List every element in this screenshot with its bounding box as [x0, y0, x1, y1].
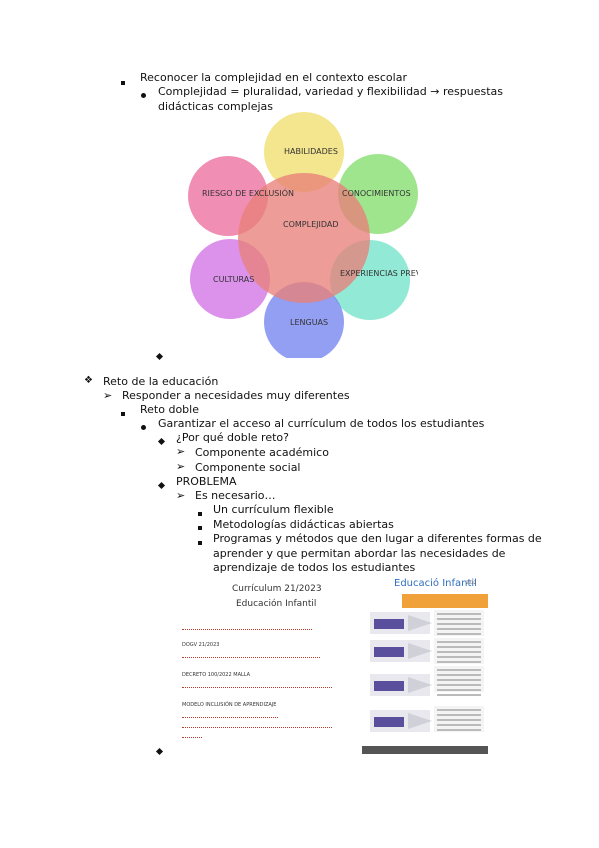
line-metodologias: Metodologías didácticas abiertas [213, 518, 394, 531]
infographic-row [370, 612, 432, 634]
arrow-bullet-icon: ➢ [176, 489, 186, 502]
square-bullet-icon [121, 76, 125, 90]
fancy-diamond-bullet-icon: ❖ [84, 375, 93, 386]
square-bullet-icon [198, 507, 202, 521]
square-bullet-icon [198, 521, 202, 535]
infographic-title: Educació Infantil [394, 578, 477, 589]
diamond-bullet-icon [155, 350, 164, 364]
infographic-banner [402, 594, 488, 608]
thumb-link[interactable] [182, 732, 202, 738]
square-bullet-icon [121, 407, 125, 421]
thumb-link[interactable] [182, 722, 332, 728]
petal-label-experiencias: EXPERIENCIAS PREVIAS [340, 269, 418, 278]
dot-bullet-icon [141, 421, 146, 435]
line-por-que: ¿Por qué doble reto? [176, 431, 289, 444]
thumb-section-label: MODELO INCLUSIÓN DE APRENDIZAJE [182, 702, 277, 708]
center-label: COMPLEJIDAD [283, 220, 339, 229]
line-programas-cont2: aprendizaje de todos los estudiantes [213, 561, 416, 574]
petal-lenguas [264, 282, 344, 358]
line-academico: Componente académico [195, 446, 329, 459]
diamond-bullet-icon [155, 745, 164, 759]
thumb-link[interactable] [182, 652, 320, 658]
line-social: Componente social [195, 461, 301, 474]
petal-habilidades [264, 112, 344, 192]
line-problema: PROBLEMA [176, 475, 237, 488]
thumb-link[interactable] [182, 682, 332, 688]
line-programas-cont: aprender y que permitan abordar las nece… [213, 547, 506, 560]
infographic-footer [362, 746, 488, 754]
diamond-bullet-icon [157, 479, 166, 493]
line-reconocer: Reconocer la complejidad en el contexto … [140, 71, 407, 84]
infographic-text-block [434, 706, 484, 732]
thumb-section-label: DECRETO 100/2022 MALLA [182, 672, 251, 678]
line-garantizar: Garantizar el acceso al currículum de to… [158, 417, 485, 430]
line-curriculum: Un currículum flexible [213, 503, 334, 516]
line-complejidad: Complejidad = pluralidad, variedad y fle… [158, 85, 504, 98]
thumb-subtitle: Educación Infantil [236, 599, 317, 609]
petal-label-lenguas: LENGUAS [290, 318, 328, 327]
line-programas: Programas y métodos que den lugar a dife… [213, 532, 542, 545]
curriculum-links-image: Currículum 21/2023 Educación Infantil DO… [176, 580, 336, 748]
infographic-row [370, 674, 432, 696]
petal-label-riesgo: RIESGO DE EXCLUSIÓN [202, 187, 294, 198]
arrow-bullet-icon: ➢ [103, 389, 113, 402]
infographic-row [370, 640, 432, 662]
infographic-text-block [434, 610, 484, 636]
petal-label-culturas: CULTURAS [213, 275, 254, 284]
thumb-title: Currículum 21/2023 [232, 584, 322, 594]
line-reto: Reto de la educación [103, 375, 219, 388]
educacio-infantil-image: Educació Infantil 2022 [362, 578, 488, 754]
line-responder: Responder a necesidades muy diferentes [122, 389, 350, 402]
complejidad-diagram: COMPLEJIDAD HABILIDADES CONOCIMIENTOS EX… [188, 112, 418, 358]
center-complejidad [238, 173, 370, 303]
diamond-bullet-icon [157, 435, 166, 449]
dot-bullet-icon [141, 89, 146, 103]
petal-label-habilidades: HABILIDADES [284, 147, 338, 156]
petal-label-conocimientos: CONOCIMIENTOS [342, 189, 411, 198]
infographic-row [370, 710, 432, 732]
line-complejidad-cont: didácticas complejas [158, 100, 274, 113]
line-reto-doble: Reto doble [140, 403, 199, 416]
infographic-text-block [434, 666, 484, 696]
thumb-link[interactable] [182, 712, 278, 718]
infographic-year: 2022 [466, 580, 477, 585]
line-necesario: Es necesario… [195, 489, 276, 502]
arrow-bullet-icon: ➢ [176, 445, 186, 458]
infographic-text-block [434, 638, 484, 664]
square-bullet-icon [198, 536, 202, 550]
thumb-section-label: DOGV 21/2023 [182, 642, 220, 648]
thumb-link[interactable] [182, 624, 312, 630]
arrow-bullet-icon: ➢ [176, 460, 186, 473]
